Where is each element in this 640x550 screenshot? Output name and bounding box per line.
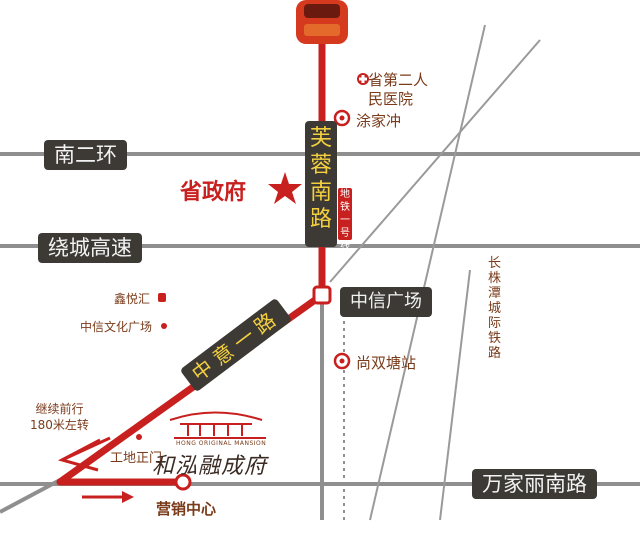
hospital-text: 省第二人民医院 xyxy=(368,71,429,108)
road-diagonal-a xyxy=(329,39,541,283)
metro-line-text: 地铁一号线 xyxy=(340,189,350,252)
arrow-head-right xyxy=(122,491,134,503)
road-label-furong-text: 芙蓉南路 xyxy=(310,126,333,232)
road-diagonal-c xyxy=(439,269,471,521)
culture-square-marker xyxy=(161,323,167,329)
sales-center-marker xyxy=(174,473,192,491)
road-label-furong: 芙蓉南路 xyxy=(305,121,337,247)
road-label-raocheng: 绕城高速 xyxy=(38,233,142,263)
car-icon xyxy=(296,0,348,44)
place-label-shangshuangtang: 尚双塘站 xyxy=(356,354,417,372)
xinyuehui-marker xyxy=(158,293,166,302)
metro-station-icon xyxy=(333,352,351,370)
railway-label: 长株潭城际铁路 xyxy=(488,256,502,361)
logo-building xyxy=(169,411,266,439)
place-label-hospital: 省第二人民医院 xyxy=(368,71,438,109)
hospital-icon xyxy=(357,73,369,85)
station-marker-zhongxin xyxy=(312,285,332,305)
metro-station-icon xyxy=(333,109,351,127)
place-label-site-gate: 工地正门 xyxy=(110,451,163,466)
road-label-nanerhuan: 南二环 xyxy=(44,140,127,170)
place-label-culture-square: 中信文化广场 xyxy=(80,320,153,334)
continue-note: 继续前行 180米左转 xyxy=(30,402,89,432)
metro-line-label: 地铁一号线 xyxy=(338,188,352,252)
place-label-xinyuehui: 鑫悦汇 xyxy=(114,292,151,306)
railway-text: 长株潭城际铁路 xyxy=(488,256,502,361)
road-diagonal-b xyxy=(369,24,486,521)
arrow-line-left xyxy=(61,436,111,462)
place-label-tujiachong: 涂家冲 xyxy=(356,112,402,130)
place-label-government: 省政府 xyxy=(180,180,247,205)
logo-text: 和泓融成府 xyxy=(152,454,268,479)
road-label-wanjiali: 万家丽南路 xyxy=(472,469,597,499)
logo-subtitle: HONG ORIGINAL MANSION xyxy=(176,440,267,447)
place-label-zhongxin-square: 中信广场 xyxy=(340,287,432,317)
road-zhongyi-ext xyxy=(0,478,61,514)
star-icon xyxy=(268,172,302,204)
place-label-sales-center: 营销中心 xyxy=(156,500,217,518)
site-gate-marker xyxy=(136,434,142,440)
